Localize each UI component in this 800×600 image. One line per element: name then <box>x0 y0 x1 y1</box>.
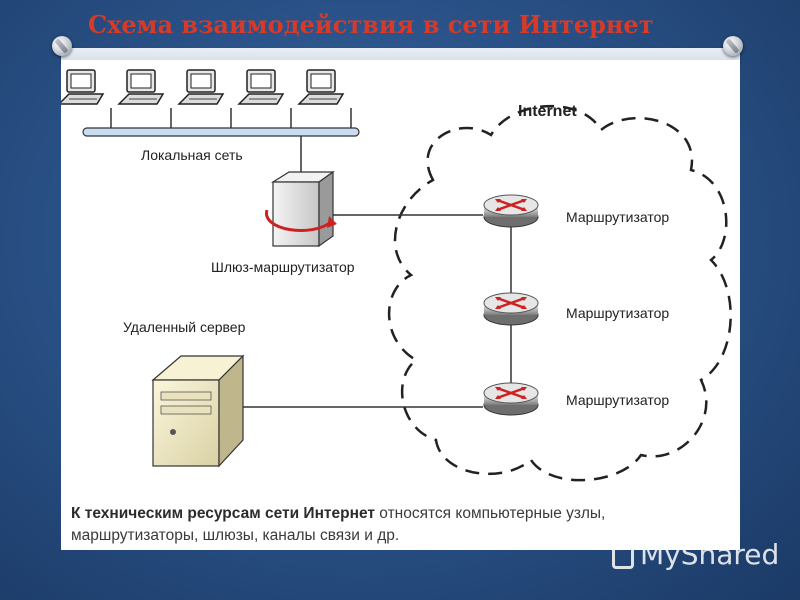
lan-bus <box>82 127 360 137</box>
pushpin-icon <box>723 36 743 56</box>
internet-label: Internet <box>518 103 577 120</box>
workstation-icon <box>238 69 284 105</box>
router-label: Маршрутизатор <box>566 305 669 321</box>
workstation-icon <box>118 69 164 105</box>
router-icon <box>482 193 540 229</box>
caption-bold-text: К техническим ресурсам сети Интернет <box>71 505 375 522</box>
router-icon <box>482 381 540 417</box>
workstation-icon <box>298 69 344 105</box>
pushpin-icon <box>52 36 72 56</box>
workstation-icon <box>61 69 104 105</box>
gateway-server-icon <box>265 170 337 248</box>
remote-server-icon <box>151 354 245 468</box>
myshared-logo-icon <box>612 543 634 569</box>
caption-rest-text: относятся компьютерные узлы, маршрутизат… <box>71 505 606 544</box>
workstation-icon <box>178 69 224 105</box>
remote-server-label: Удаленный сервер <box>123 319 246 335</box>
watermark-logo: MyShared <box>612 538 779 571</box>
internet-cloud <box>387 104 732 482</box>
slide-title: Схема взаимодействия в сети Интернет <box>88 10 654 39</box>
router-label: Маршрутизатор <box>566 209 669 225</box>
caption-text: К техническим ресурсам сети Интернет отн… <box>61 498 740 550</box>
router-icon <box>482 291 540 327</box>
gateway-label: Шлюз-маршрутизатор <box>211 259 355 275</box>
network-diagram: Internet Локальная сеть Шлюз-маршрутизат… <box>61 69 732 482</box>
watermark-text: MyShared <box>640 538 780 571</box>
router-label: Маршрутизатор <box>566 392 669 408</box>
lan-label: Локальная сеть <box>141 147 243 163</box>
